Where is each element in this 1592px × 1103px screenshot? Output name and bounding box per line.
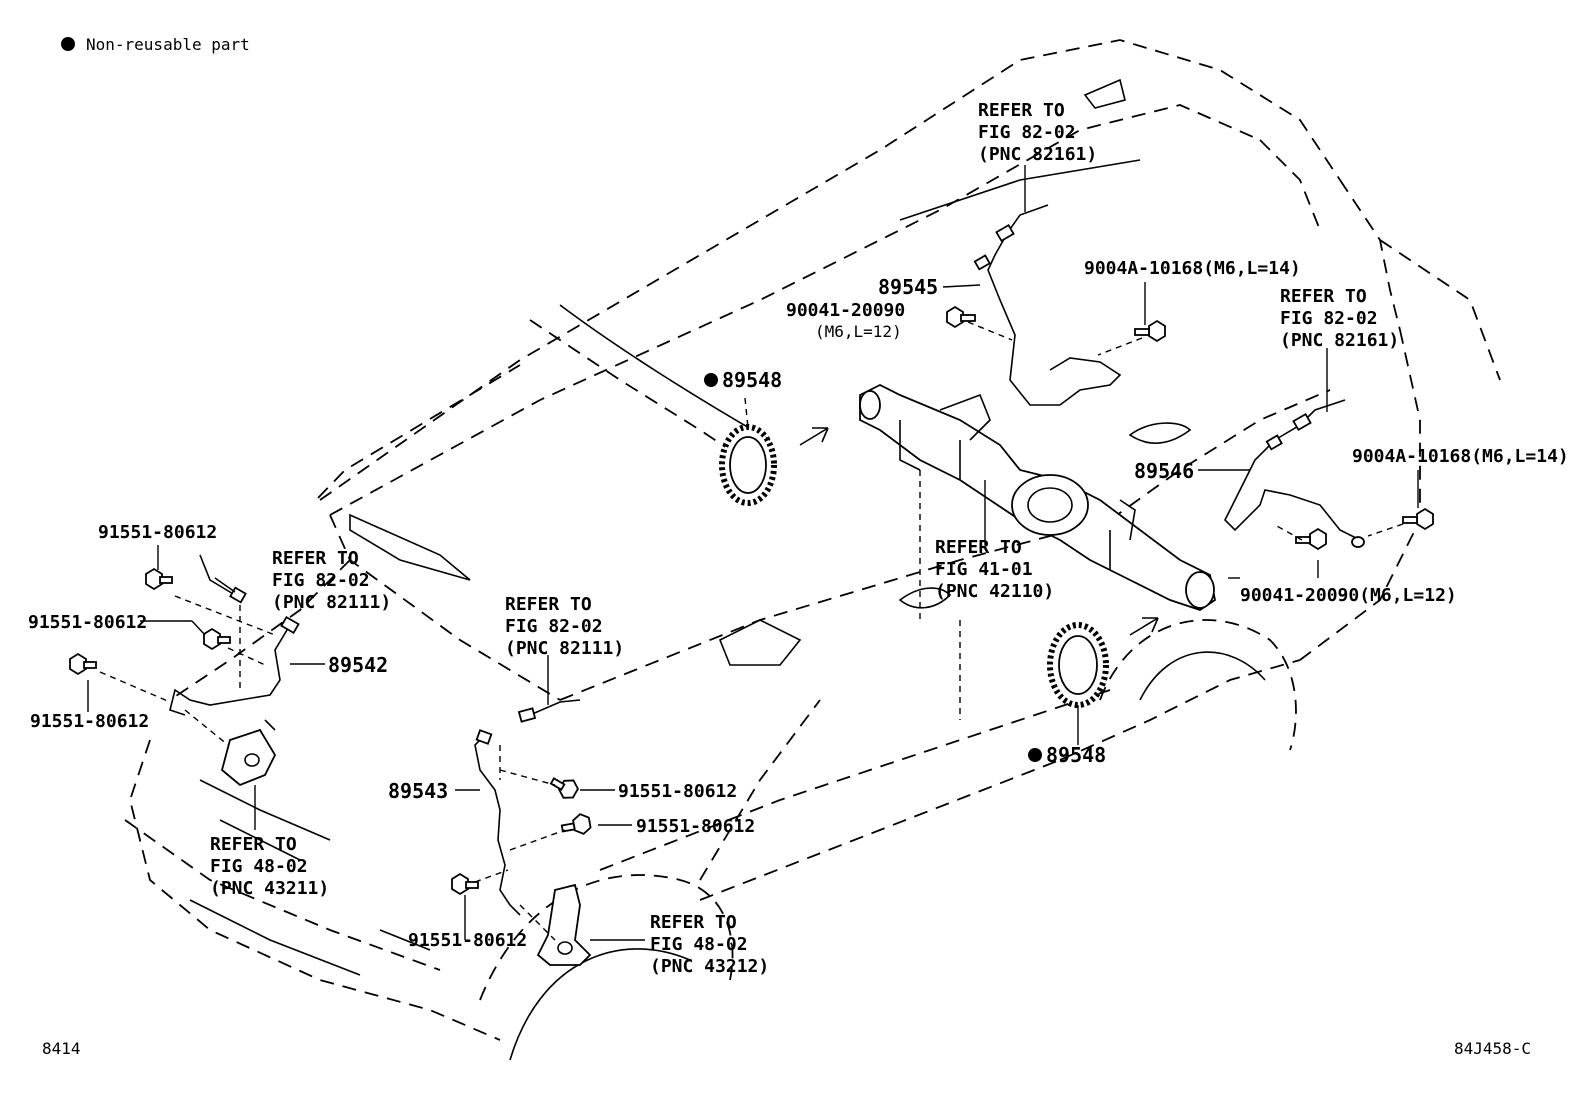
- part-89548-bottom: 89548: [1046, 743, 1106, 767]
- non-reusable-dot-icon: [61, 37, 75, 51]
- part-89542: 89542: [328, 653, 388, 677]
- direction-arrow-top: [799, 427, 829, 446]
- ref-43212-line3: (PNC 43212): [650, 956, 769, 977]
- ref-82111-left-line1: REFER TO: [272, 548, 359, 569]
- ref-43212-line2: FIG 48-02: [650, 934, 748, 955]
- ref-42110-line3: (PNC 42110): [935, 581, 1054, 602]
- part-89543: 89543: [388, 779, 448, 803]
- bolt-label-91551-d: 91551-80612: [618, 781, 737, 802]
- bolt-label-91551-c: 91551-80612: [30, 711, 149, 732]
- bolt-label-91551-f: 91551-80612: [408, 930, 527, 951]
- bolt-label-91551-a: 91551-80612: [98, 522, 217, 543]
- bolt-label-90041-left: 90041-20090: [786, 300, 905, 321]
- leader-lines: [87, 165, 1419, 941]
- part-89545: 89545: [878, 275, 938, 299]
- bolt-label-91551-b: 91551-80612: [28, 612, 147, 633]
- ref-82161-top: REFER TO FIG 82-02 (PNC 82161): [978, 100, 1097, 165]
- part-89546: 89546: [1134, 459, 1194, 483]
- bolt-label-91551-e: 91551-80612: [636, 816, 755, 837]
- ref-42110: REFER TO FIG 41-01 (PNC 42110): [935, 537, 1054, 602]
- ref-82161-right-line1: REFER TO: [1280, 286, 1367, 307]
- bolt-label-90041-right: 90041-20090(M6,L=12): [1240, 585, 1457, 606]
- ref-43212-line1: REFER TO: [650, 912, 737, 933]
- ref-82111-mid-line1: REFER TO: [505, 594, 592, 615]
- ref-42110-line2: FIG 41-01: [935, 559, 1033, 580]
- ref-43211-line2: FIG 48-02: [210, 856, 308, 877]
- footer-left-code: 8414: [42, 1039, 81, 1058]
- ref-82161-top-line1: REFER TO: [978, 100, 1065, 121]
- ref-82161-right: REFER TO FIG 82-02 (PNC 82161): [1280, 286, 1399, 351]
- bolt-icons: [69, 305, 1434, 896]
- bolt-label-9004a-top: 9004A-10168(M6,L=14): [1084, 258, 1301, 279]
- bolt-label-90041-left-spec: (M6,L=12): [815, 322, 902, 341]
- wire-89545: [973, 204, 1122, 406]
- ref-82161-top-line3: (PNC 82161): [978, 144, 1097, 165]
- ref-82161-right-line3: (PNC 82161): [1280, 330, 1399, 351]
- direction-arrow-bottom: [1129, 617, 1159, 636]
- ref-43211: REFER TO FIG 48-02 (PNC 43211): [210, 834, 329, 899]
- ref-42110-line1: REFER TO: [935, 537, 1022, 558]
- ref-82111-left-line3: (PNC 82111): [272, 592, 391, 613]
- non-reusable-dot-icon-bottom: [1028, 748, 1042, 762]
- non-reusable-dot-icon-top: [704, 373, 718, 387]
- ref-82111-left: REFER TO FIG 82-02 (PNC 82111): [272, 548, 391, 613]
- ref-82161-top-line2: FIG 82-02: [978, 122, 1076, 143]
- legend-text: Non-reusable part: [86, 35, 250, 54]
- part-89548-top: 89548: [722, 368, 782, 392]
- wire-89543: [474, 699, 592, 966]
- ref-82111-mid-line3: (PNC 82111): [505, 638, 624, 659]
- rear-axle-housing: [859, 383, 1217, 611]
- ref-43211-line1: REFER TO: [210, 834, 297, 855]
- ref-82111-left-line2: FIG 82-02: [272, 570, 370, 591]
- sensor-rotor-top: [719, 424, 777, 506]
- bolt-label-9004a-right: 9004A-10168(M6,L=14): [1352, 446, 1569, 467]
- sensor-rotor-bottom: [1047, 622, 1109, 708]
- ref-82111-mid: REFER TO FIG 82-02 (PNC 82111): [505, 594, 624, 659]
- ref-43211-line3: (PNC 43211): [210, 878, 329, 899]
- ref-43212: REFER TO FIG 48-02 (PNC 43212): [650, 912, 769, 977]
- footer-right-code: 84J458-C: [1454, 1039, 1531, 1058]
- ref-82161-right-line2: FIG 82-02: [1280, 308, 1378, 329]
- ref-82111-mid-line2: FIG 82-02: [505, 616, 603, 637]
- wire-89546: [1224, 399, 1365, 548]
